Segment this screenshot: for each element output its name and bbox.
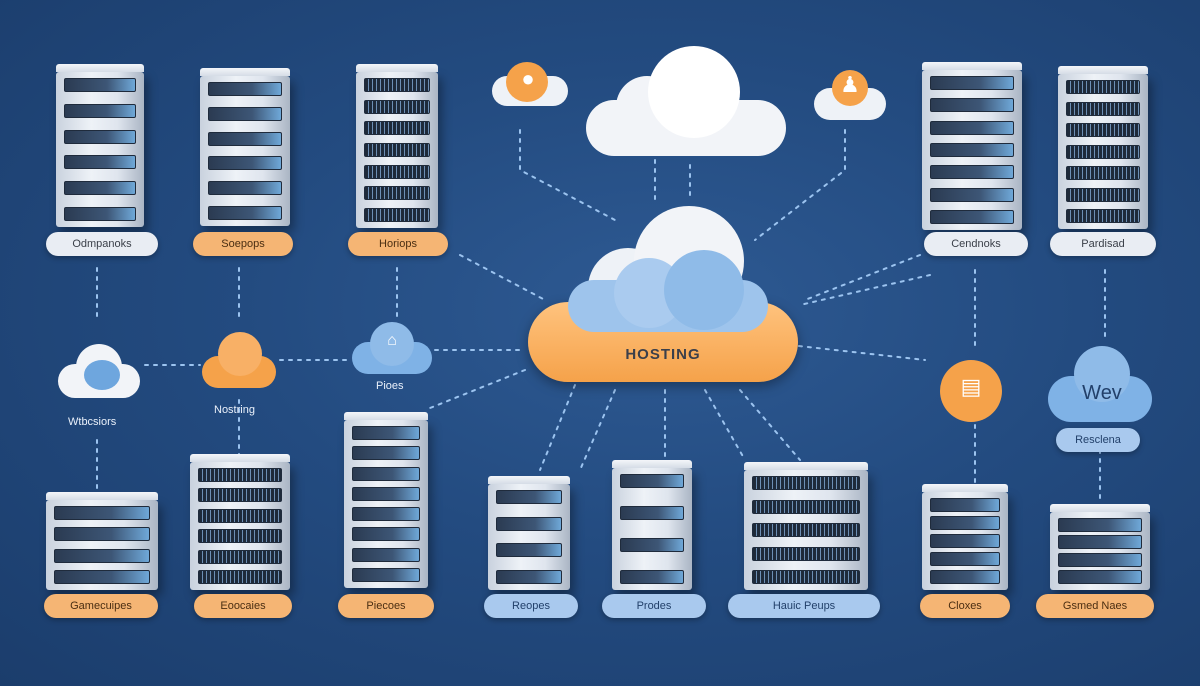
web-icon: ⌂ [387,332,397,349]
label-resclena: Resclena [1056,428,1140,452]
link-top3-to-hosting [459,254,546,301]
server-rack-b5 [744,462,868,590]
link-top4-to-hosting [804,254,921,301]
web-cloud: Wev [1048,346,1152,426]
big-white-cloud [586,46,786,158]
label-gamecuipes: Gamecuipes [44,594,158,618]
label-reopes: Reopes [484,594,578,618]
link-top4-to-hosting2 [799,274,931,306]
link-topright-cloud [754,129,846,241]
label-soepops: Soepops [193,232,293,256]
blue-cloud-caption: Pioes [376,380,404,392]
chat-icon: ● [521,66,535,91]
orange-cloud [202,332,276,388]
server-rack-2 [200,68,290,226]
label-gsmed-naes: Gsmed Naes [1036,594,1154,618]
user-icon: ♟ [840,72,860,97]
label-pardisad: Pardisad [1050,232,1156,256]
rocket-icon: ▤ [960,374,982,399]
link-hosting-to-midrack [424,369,526,411]
label-prodes: Prodes [602,594,706,618]
label-odmpanoks: Odmpanoks [46,232,158,256]
server-rack-b6 [922,484,1008,590]
server-rack-b4 [612,460,692,590]
cloud-icon-topright: ♟ [814,66,886,122]
server-rack-5 [1058,66,1148,229]
link-hosting-bottom5 [739,389,801,461]
label-cloxes: Cloxes [920,594,1010,618]
server-rack-b2 [190,454,290,590]
server-rack-b3 [488,476,570,590]
hosting-title: HOSTING [625,346,701,363]
server-rack-4 [922,62,1022,230]
orange-cloud-caption: Nostring [214,404,255,416]
hosting-cloud-icon [568,200,768,335]
link-hosting-bottom2 [579,389,616,471]
label-cendnoks: Cendnoks [924,232,1028,256]
label-piecoes: Piecoes [338,594,434,618]
server-rack-center [344,412,428,588]
link-hosting-to-right [789,344,926,361]
label-hauic-peups: Hauic Peups [728,594,880,618]
link-hosting-bottom1 [539,384,576,471]
server-rack-1 [56,64,144,227]
left-cloud [58,340,140,400]
server-rack-b1 [46,492,158,590]
link-hosting-bottom4 [704,389,746,461]
cloud-icon-topleft: ● [492,58,568,106]
server-rack-b7 [1050,504,1150,590]
link-topleft-cloud [519,129,616,221]
label-eoocaies: Eoocaies [194,594,292,618]
web-text: Wev [1082,382,1122,404]
left-cloud-caption: Wtbcsiors [68,416,117,428]
blue-cloud: ⌂ [352,322,432,374]
label-horiops: Horiops [348,232,448,256]
rocket-cloud: ▤ [940,360,1002,422]
server-rack-3 [356,64,438,228]
